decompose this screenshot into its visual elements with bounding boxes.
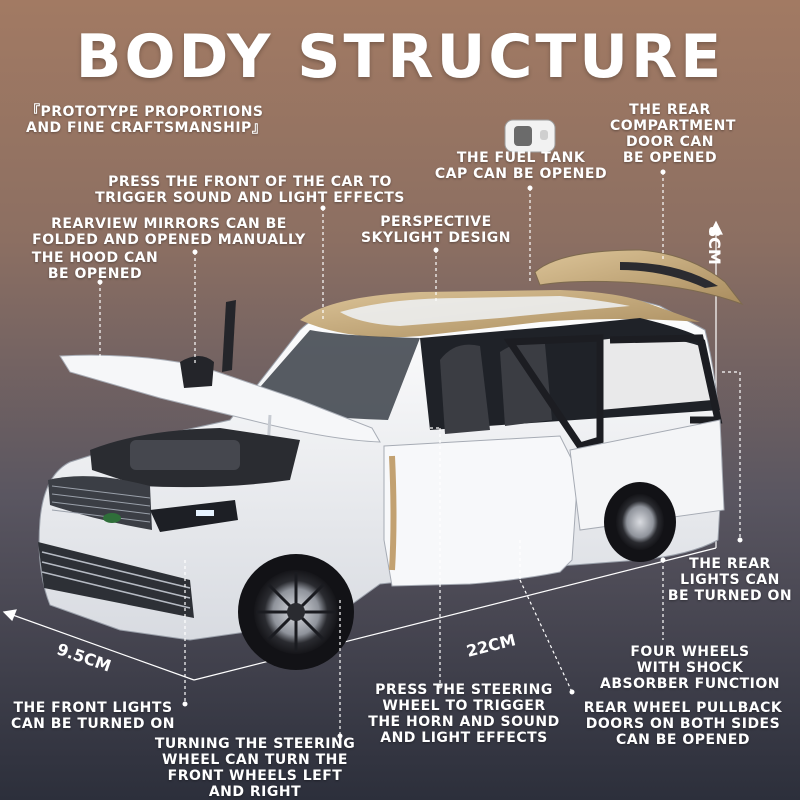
label-line: AND RIGHT: [208, 784, 302, 800]
label-line: THE FRONT LIGHTS: [13, 700, 173, 716]
label-line: TRIGGER SOUND AND LIGHT EFFECTS: [95, 190, 405, 206]
label-line: THE HOOD CAN: [31, 250, 159, 266]
label-fuel-tank: THE FUEL TANK CAP CAN BE OPENED: [416, 150, 626, 182]
label-line: BE OPENED: [47, 266, 143, 282]
rear-wheel-rim: [616, 494, 664, 550]
label-line: LIGHTS CAN: [680, 572, 780, 588]
label-line: BE TURNED ON: [667, 588, 793, 604]
label-steering-turn: TURNING THE STEERING WHEEL CAN TURN THE …: [140, 736, 370, 800]
label-line: THE HORN AND SOUND: [368, 714, 560, 730]
label-line: THE FUEL TANK: [456, 150, 586, 166]
label-pullback: REAR WHEEL PULLBACK DOORS ON BOTH SIDES …: [568, 700, 798, 748]
label-line: DOORS ON BOTH SIDES: [585, 716, 781, 732]
label-line: CAN BE TURNED ON: [11, 716, 175, 732]
label-line: FOLDED AND OPENED MANUALLY: [32, 232, 306, 248]
label-four-wheels: FOUR WHEELS WITH SHOCK ABSORBER FUNCTION: [592, 644, 788, 692]
dimension-height: 8CM: [705, 226, 724, 265]
label-line: PERSPECTIVE: [380, 214, 492, 230]
label-front-lights: THE FRONT LIGHTS CAN BE TURNED ON: [0, 700, 186, 732]
callout-dots: [97, 169, 743, 739]
label-line: COMPARTMENT: [610, 118, 736, 134]
label-rear-door: THE REAR COMPARTMENT DOOR CAN BE OPENED: [610, 102, 736, 166]
label-skylight: PERSPECTIVE SKYLIGHT DESIGN: [336, 214, 536, 246]
label-line: WHEEL TO TRIGGER: [382, 698, 546, 714]
label-line: AND LIGHT EFFECTS: [380, 730, 548, 746]
wheels: [238, 482, 676, 670]
car-model: [38, 290, 725, 641]
label-hood: THE HOOD CAN BE OPENED: [20, 250, 170, 282]
label-press-front: PRESS THE FRONT OF THE CAR TO TRIGGER SO…: [70, 174, 430, 206]
label-line: CAP CAN BE OPENED: [434, 166, 608, 182]
label-line: THE REAR: [629, 102, 711, 118]
label-line: SKYLIGHT DESIGN: [360, 230, 511, 246]
label-line: WHEEL CAN TURN THE: [162, 752, 348, 768]
label-line: REARVIEW MIRRORS CAN BE: [51, 216, 287, 232]
label-line: AND FINE CRAFTSMANSHIP』: [26, 120, 267, 136]
label-line: WITH SHOCK: [636, 660, 744, 676]
callout-lines: [99, 172, 741, 736]
label-line: REAR WHEEL PULLBACK: [583, 700, 783, 716]
label-steering-horn: PRESS THE STEERING WHEEL TO TRIGGER THE …: [366, 682, 562, 746]
page-title: BODY STRUCTURE: [75, 22, 725, 92]
label-line: FRONT WHEELS LEFT: [167, 768, 343, 784]
label-line: BE OPENED: [622, 150, 718, 166]
width-dimension-line: [9, 613, 195, 681]
label-line: FOUR WHEELS: [630, 644, 750, 660]
label-line: CAN BE OPENED: [616, 732, 750, 748]
label-mirrors: REARVIEW MIRRORS CAN BE FOLDED AND OPENE…: [4, 216, 334, 248]
width-arrow-icon: [2, 609, 17, 622]
label-line: PRESS THE STEERING: [375, 682, 553, 698]
label-line: ABSORBER FUNCTION: [600, 676, 780, 692]
height-arrow-icon: [709, 220, 723, 235]
label-line: PRESS THE FRONT OF THE CAR TO: [108, 174, 392, 190]
label-line: THE REAR: [689, 556, 771, 572]
fuel-cap-icon: [504, 119, 556, 153]
label-prototype: 『PROTOTYPE PROPORTIONS AND FINE CRAFTSMA…: [26, 104, 266, 136]
label-line: 『PROTOTYPE PROPORTIONS: [26, 104, 264, 120]
rear-hatch: [534, 249, 744, 306]
label-rear-lights: THE REAR LIGHTS CAN BE TURNED ON: [664, 556, 796, 604]
label-line: DOOR CAN: [626, 134, 714, 150]
label-line: TURNING THE STEERING: [154, 736, 356, 752]
